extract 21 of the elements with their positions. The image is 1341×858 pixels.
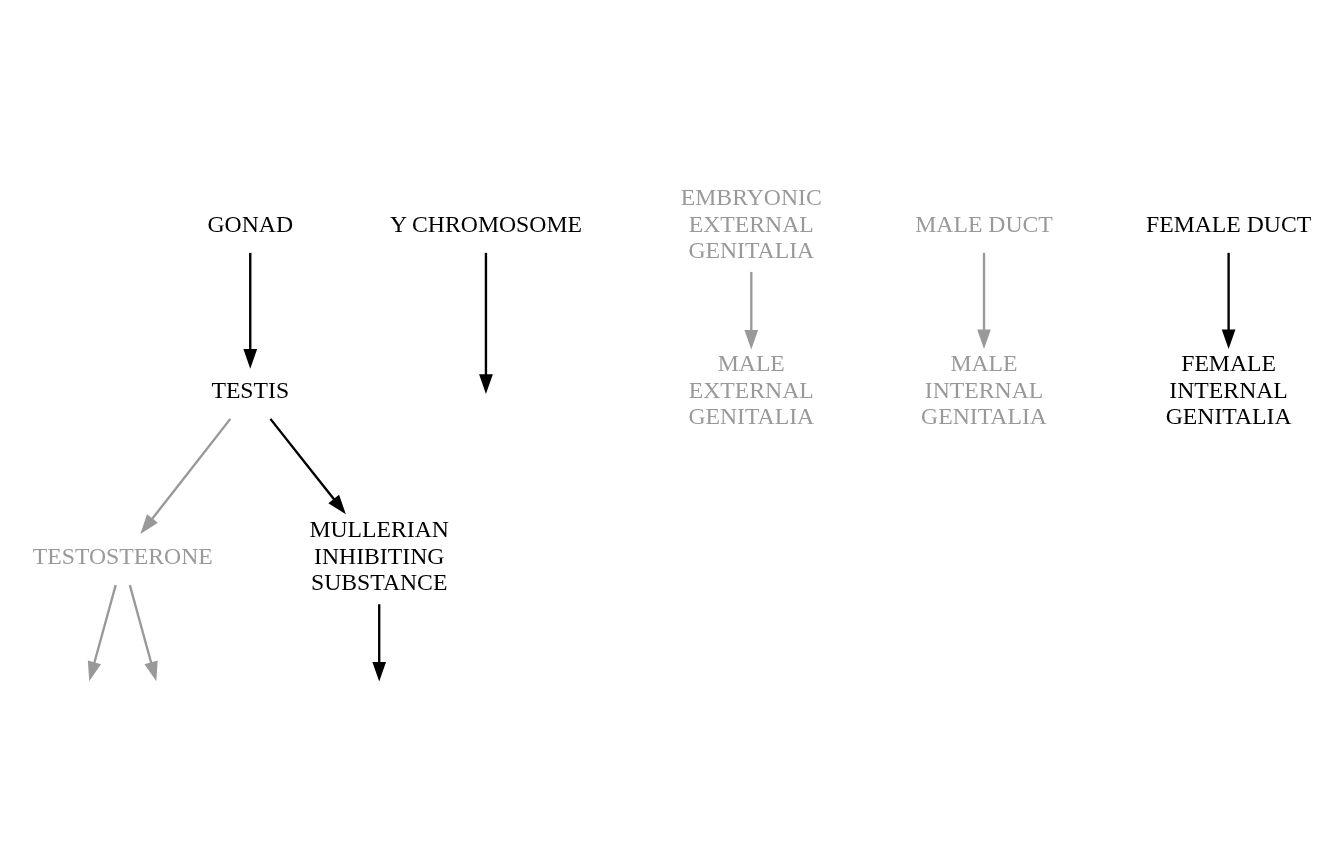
arrow bbox=[87, 584, 117, 681]
node-text: EMBRYONIC EXTERNAL GENITALIA bbox=[680, 183, 822, 263]
arrow bbox=[1221, 252, 1236, 349]
node-text: MULLERIAN INHIBITING SUBSTANCE bbox=[309, 515, 449, 595]
node-text: FEMALE DUCT bbox=[1145, 210, 1312, 237]
node-text: MALE DUCT bbox=[915, 210, 1053, 237]
arrow bbox=[269, 417, 346, 514]
arrow bbox=[479, 252, 493, 394]
arrow bbox=[977, 252, 991, 349]
node-text: TESTOSTERONE bbox=[32, 542, 213, 569]
arrow bbox=[140, 417, 232, 534]
arrow bbox=[372, 603, 387, 681]
node-text: FEMALE INTERNAL GENITALIA bbox=[1165, 349, 1292, 429]
arrow bbox=[128, 584, 158, 681]
node-text: TESTIS bbox=[211, 376, 290, 403]
arrow bbox=[243, 252, 258, 369]
node-text: MALE EXTERNAL GENITALIA bbox=[688, 349, 815, 429]
node-text: Y CHROMOSOME bbox=[389, 210, 582, 237]
node-text: GONAD bbox=[207, 210, 294, 237]
node-text: MALE INTERNAL GENITALIA bbox=[921, 349, 1047, 429]
arrow bbox=[744, 271, 759, 349]
